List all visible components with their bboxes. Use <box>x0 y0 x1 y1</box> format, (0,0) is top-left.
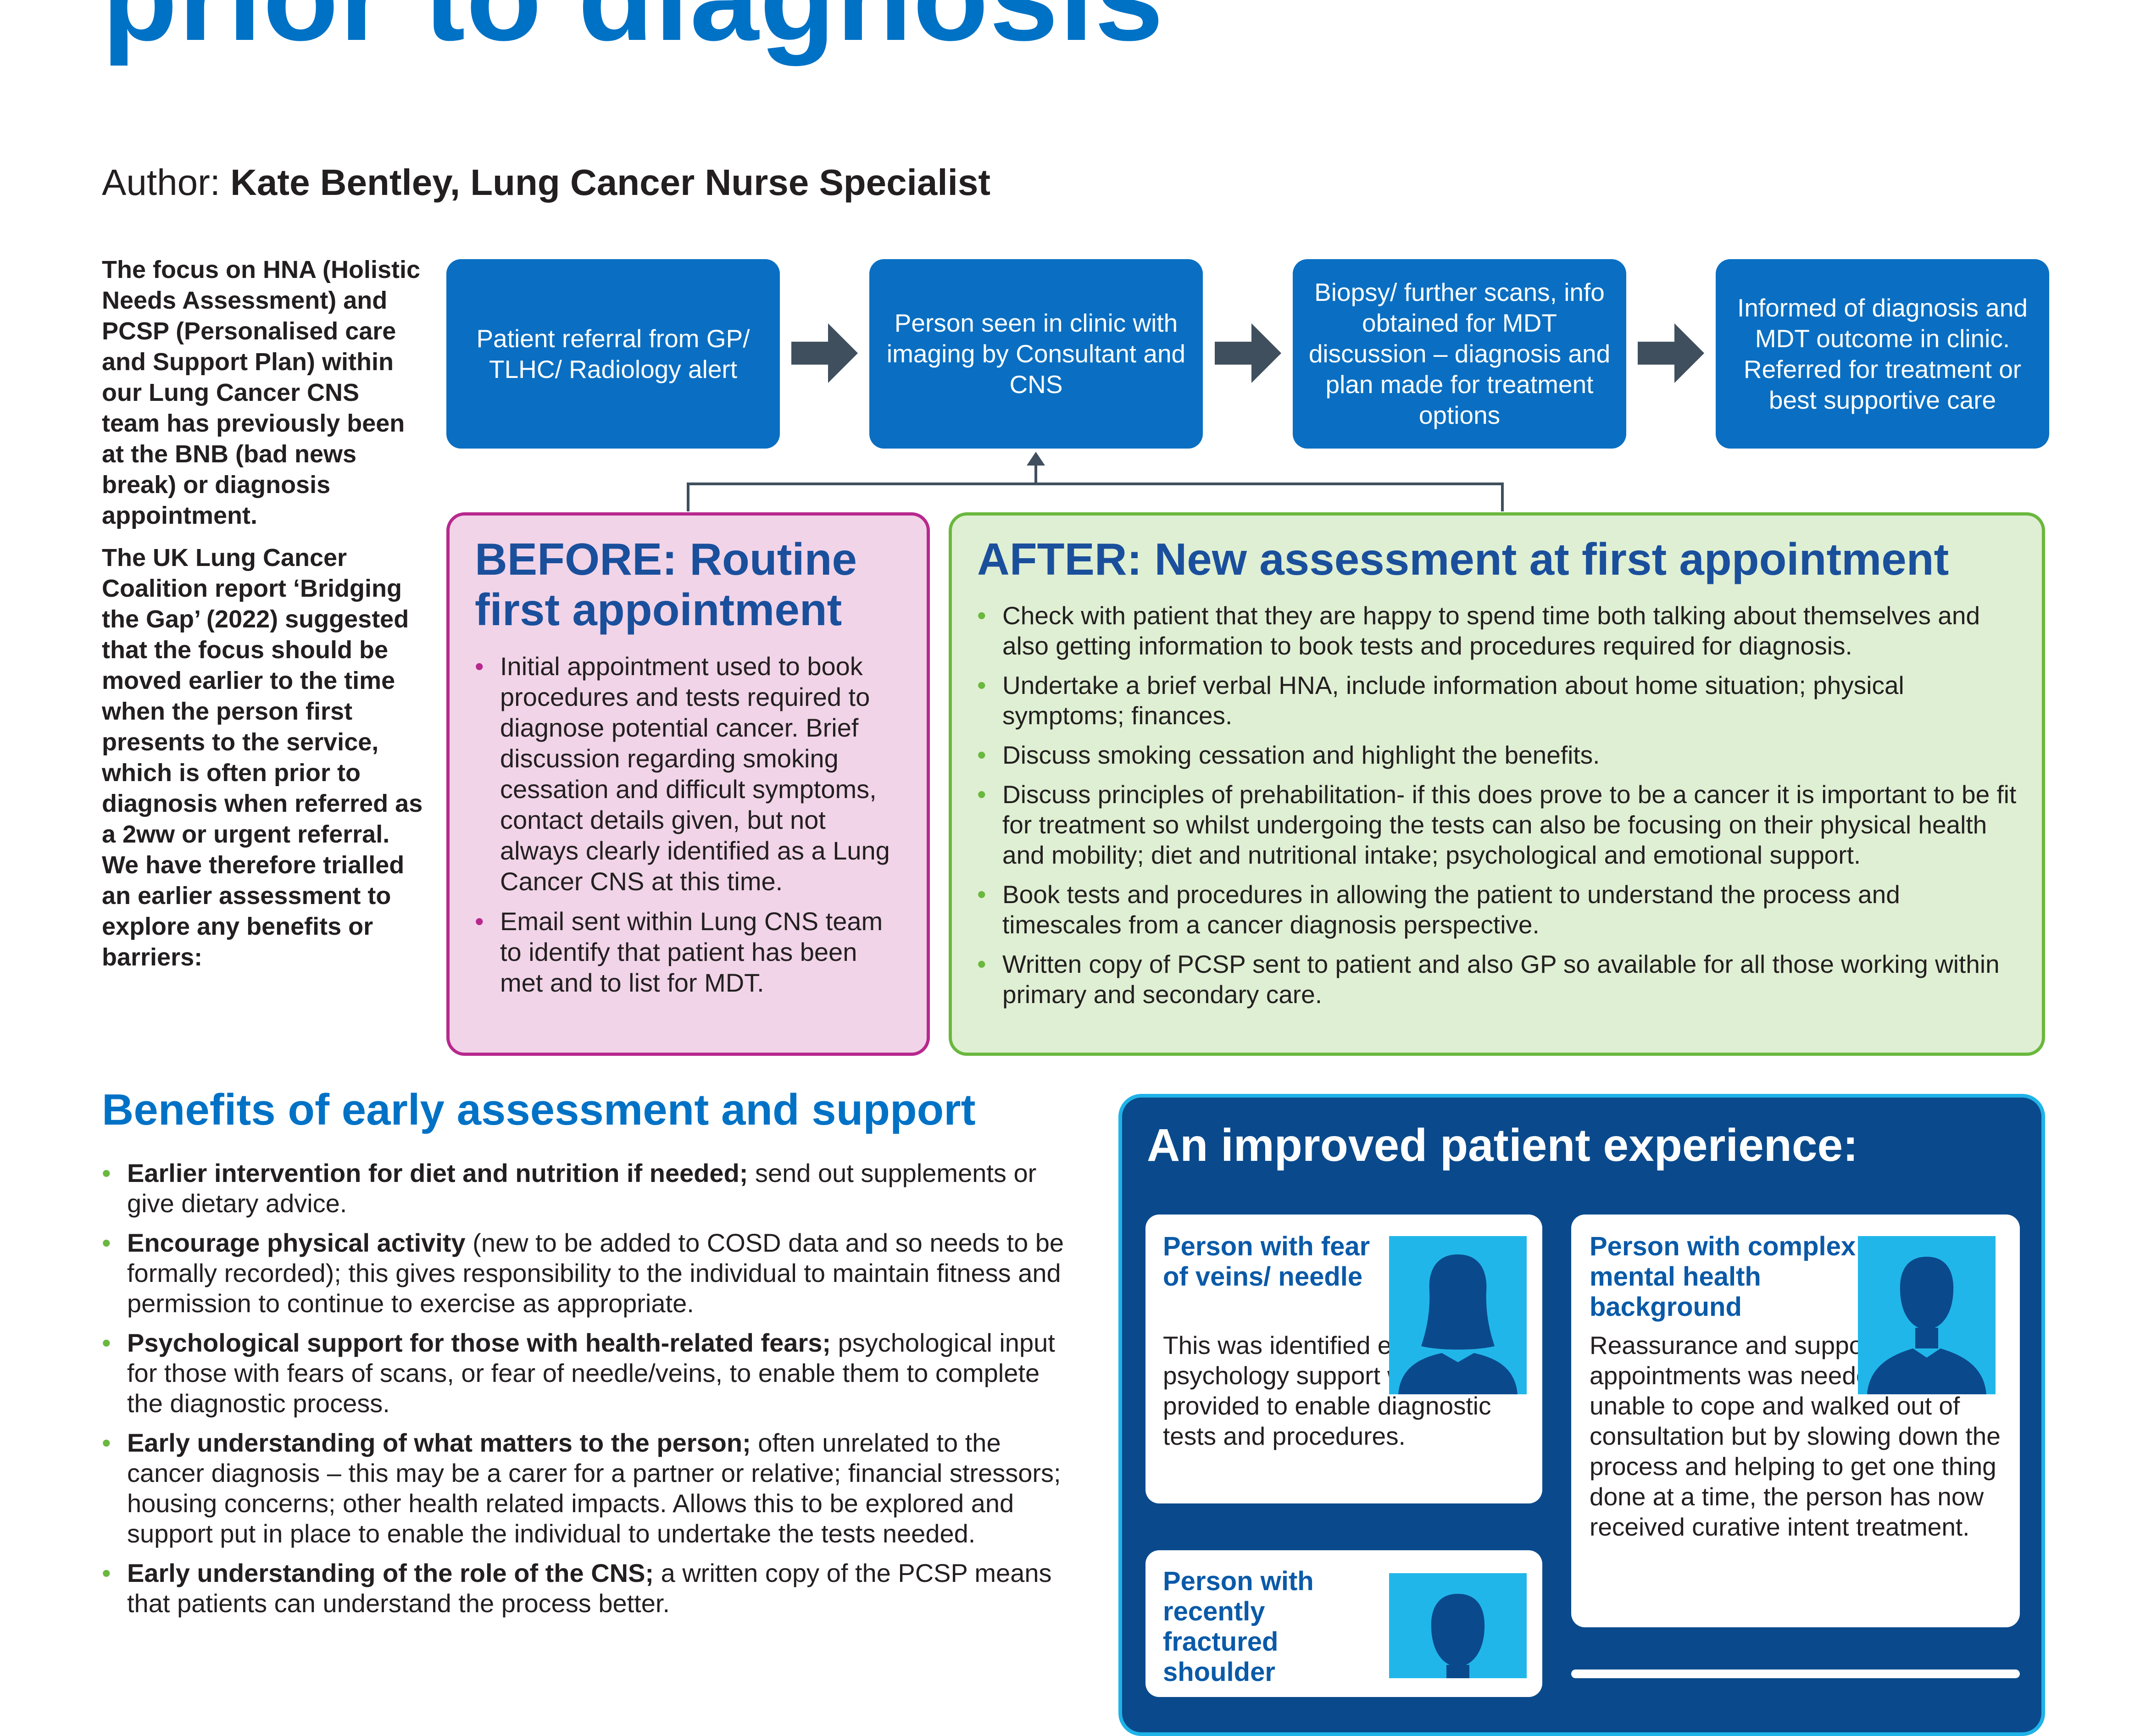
man-silhouette-icon <box>1389 1573 1527 1678</box>
list-item-text: Discuss smoking cessation and highlight … <box>1002 741 1600 769</box>
benefit-heading: Psychological support for those with hea… <box>127 1328 831 1357</box>
bullet-dot-icon: • <box>977 740 986 769</box>
author-line: Author: Kate Bentley, Lung Cancer Nurse … <box>102 161 990 205</box>
intro-paragraph: The UK Lung Cancer Coalition report ‘Bri… <box>102 544 423 971</box>
list-item: • Written copy of PCSP sent to patient an… <box>977 949 2024 1009</box>
intro-text: The focus on HNA (Holistic Needs Assessm… <box>102 255 423 984</box>
flow-step-diagnosis: Informed of diagnosis and MDT outcome in… <box>1716 259 2049 449</box>
before-list: • Initial appointment used to book proced… <box>475 651 904 998</box>
bullet-dot-icon: • <box>977 780 986 809</box>
list-item-text: Written copy of PCSP sent to patient and… <box>1002 950 2000 1009</box>
bullet-dot-icon: • <box>102 1228 111 1257</box>
list-item: • Encourage physical activity (new to be … <box>102 1228 1074 1319</box>
man-silhouette-icon <box>1858 1236 1996 1394</box>
benefits-section: • Earlier intervention for diet and nutri… <box>102 1158 1074 1628</box>
bullet-dot-icon: • <box>977 949 986 978</box>
before-title: BEFORE: Routine first appointment <box>475 534 857 635</box>
list-item-text: Email sent within Lung CNS team to ident… <box>500 907 883 997</box>
intro-paragraph: The focus on HNA (Holistic Needs Assessm… <box>102 256 421 529</box>
list-item-text: Book tests and procedures in allowing th… <box>1002 880 1900 939</box>
list-item-text: Check with patient that they are happy t… <box>1002 601 1980 660</box>
list-item-text: Initial appointment used to book procedu… <box>500 652 890 896</box>
arrow-up-icon <box>1027 452 1045 466</box>
card-body: This was identified early on; psychology… <box>1163 1331 1491 1450</box>
list-item: • Earlier intervention for diet and nutri… <box>102 1158 1074 1219</box>
list-item: • Early understanding of what matters to … <box>102 1428 1074 1549</box>
experience-title: An improved patient experience: <box>1147 1120 1858 1171</box>
arrow-right-icon <box>1215 323 1281 383</box>
bullet-dot-icon: • <box>102 1328 111 1357</box>
connector-bracket <box>687 452 1504 511</box>
card-heading: Person with complex mental health backgr… <box>1590 1231 1856 1322</box>
list-item: • Psychological support for those with he… <box>102 1328 1074 1419</box>
author-prefix: Author: <box>102 162 231 203</box>
benefit-heading: Early understanding of the role of the C… <box>127 1559 654 1587</box>
benefit-text: often unrelated to the cancer diagnosis … <box>127 1428 1061 1548</box>
before-box: BEFORE: Routine first appointment • Initi… <box>446 512 930 1056</box>
list-item: • Discuss smoking cessation and highlight… <box>977 740 2024 770</box>
bullet-dot-icon: • <box>977 671 986 699</box>
list-item: • Check with patient that they are happy … <box>977 600 2024 661</box>
woman-silhouette-icon <box>1389 1236 1527 1394</box>
bullet-dot-icon: • <box>977 880 986 909</box>
bullet-dot-icon: • <box>977 601 986 630</box>
list-item: • Book tests and procedures in allowing t… <box>977 879 2024 940</box>
after-box: AFTER: New assessment at first appointme… <box>949 512 2045 1056</box>
experience-card <box>1571 1669 2020 1678</box>
list-item-text: Undertake a brief verbal HNA, include in… <box>1002 671 1904 730</box>
benefit-heading: Encourage physical activity <box>127 1228 466 1257</box>
arrow-right-icon <box>791 323 858 383</box>
bullet-dot-icon: • <box>475 907 484 936</box>
page-title: prior to diagnosis <box>102 0 1164 60</box>
flow-step-referral: Patient referral from GP/ TLHC/ Radiolog… <box>446 259 780 449</box>
card-body: Reassurance and support at appointments … <box>1590 1331 2001 1541</box>
after-title: AFTER: New assessment at first appointme… <box>977 534 1949 584</box>
list-item: • Initial appointment used to book proced… <box>475 651 904 897</box>
flow-step-biopsy: Biopsy/ further scans, info obtained for… <box>1293 259 1626 449</box>
bullet-dot-icon: • <box>475 652 484 681</box>
benefit-text: (new to be added to COSD data and so nee… <box>127 1228 1064 1318</box>
bullet-dot-icon: • <box>102 1428 111 1457</box>
card-text: This was identified early on; psychology… <box>1163 1330 1530 1451</box>
bullet-dot-icon: • <box>102 1159 111 1187</box>
list-item: • Email sent within Lung CNS team to iden… <box>475 906 904 998</box>
benefits-list: • Earlier intervention for diet and nutri… <box>102 1158 1074 1619</box>
bullet-dot-icon: • <box>102 1559 111 1587</box>
after-list: • Check with patient that they are happy … <box>977 600 2024 1009</box>
benefit-heading: Early understanding of what matters to t… <box>127 1428 751 1457</box>
benefit-text: psychological input for those with fears… <box>127 1328 1055 1418</box>
author-name: Kate Bentley, Lung Cancer Nurse Speciali… <box>230 162 990 203</box>
benefit-heading: Earlier intervention for diet and nutrit… <box>127 1159 748 1187</box>
card-heading: Person with fear of veins/ needle <box>1163 1231 1370 1292</box>
list-item-text: Discuss principles of prehabilitation- i… <box>1002 780 2017 869</box>
benefits-title: Benefits of early assessment and support <box>102 1085 976 1134</box>
list-item: • Undertake a brief verbal HNA, include i… <box>977 670 2024 731</box>
list-item: • Discuss principles of prehabilitation- … <box>977 779 2024 870</box>
list-item: • Early understanding of the role of the … <box>102 1558 1074 1619</box>
card-heading: Person with recently fractured shoulder <box>1163 1566 1314 1687</box>
benefit-text: a written copy of the PCSP means that pa… <box>127 1559 1052 1618</box>
arrow-right-icon <box>1638 323 1704 383</box>
flow-step-clinic: Person seen in clinic with imaging by Co… <box>869 259 1203 449</box>
benefit-text: send out supplements or give dietary adv… <box>127 1159 1037 1218</box>
